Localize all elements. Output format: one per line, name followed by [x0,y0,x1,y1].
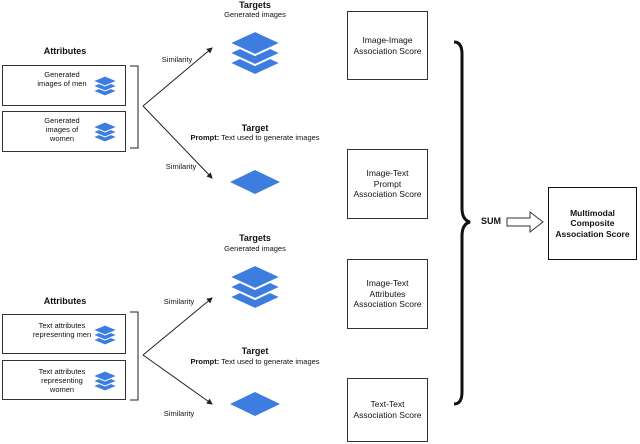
top-attribute-men-box: Generated images of men [2,65,126,106]
bottom-similarity-label-1: Similarity [163,297,195,306]
bottom-attribute-women-label: Text attributes representing women [38,367,86,394]
prompt-text: Text used to generate images [219,133,320,142]
image-stack-icon [91,324,119,346]
score-box-image-text-attributes: Image-Text Attributes Association Score [347,259,428,329]
prompt-text: Text used to generate images [219,357,320,366]
top-attributes-title: Attributes [43,46,87,56]
top-similarity-arrow-1 [142,47,213,107]
score-label: Image-Text Prompt Association Score [353,168,422,200]
final-composite-score-label: Multimodal Composite Association Score [555,207,630,239]
score-box-image-text-prompt: Image-Text Prompt Association Score [347,149,428,219]
top-similarity-label-1: Similarity [161,55,193,64]
top-attribute-men-label: Generated images of men [37,70,87,88]
prompt-diamond-icon [230,392,280,416]
top-attribute-women-label: Generated images of women [44,116,80,143]
top-targets-subtitle: Generated images [224,10,286,19]
bottom-targets-title: Targets [239,233,271,243]
bottom-attribute-women-box: Text attributes representing women [2,360,126,400]
final-composite-score-box: Multimodal Composite Association Score [548,187,637,260]
prompt-bold: Prompt: [190,133,220,142]
top-attribute-women-box: Generated images of women [2,111,126,152]
score-box-image-image: Image-Image Association Score [347,11,428,80]
score-label: Image-Text Attributes Association Score [353,278,422,310]
bottom-attributes-bracket [130,311,139,401]
sum-arrow [506,210,544,234]
top-similarity-arrow-2 [142,105,213,179]
score-label: Text-Text Association Score [353,399,422,420]
bottom-targets-subtitle: Generated images [224,244,286,253]
top-target-title: Target [241,123,269,133]
prompt-diamond-icon [230,170,280,194]
bottom-prompt-caption: Prompt: Text used to generate images [180,357,330,367]
top-prompt-caption: Prompt: Text used to generate images [180,133,330,143]
prompt-bold: Prompt: [190,357,220,366]
bottom-similarity-label-2: Similarity [163,409,195,418]
bottom-similarity-arrow-2 [142,354,213,405]
top-attributes-bracket [130,65,139,149]
score-label: Image-Image Association Score [353,34,422,56]
image-stack-icon [91,75,119,97]
image-stack-icon [91,370,119,392]
bottom-attribute-men-label: Text attributes representing men [32,321,92,339]
top-targets-title: Targets [239,0,271,10]
targets-image-stack-icon [227,29,283,77]
targets-image-stack-icon [227,263,283,311]
bottom-target-title: Target [241,346,269,356]
sum-brace [453,40,471,406]
image-stack-icon [91,121,119,143]
bottom-attribute-men-box: Text attributes representing men [2,314,126,354]
top-similarity-label-2: Similarity [165,162,197,171]
bottom-similarity-arrow-1 [142,297,213,356]
sum-label: SUM [481,216,501,226]
bottom-attributes-title: Attributes [43,296,87,306]
score-box-text-text: Text-Text Association Score [347,378,428,442]
